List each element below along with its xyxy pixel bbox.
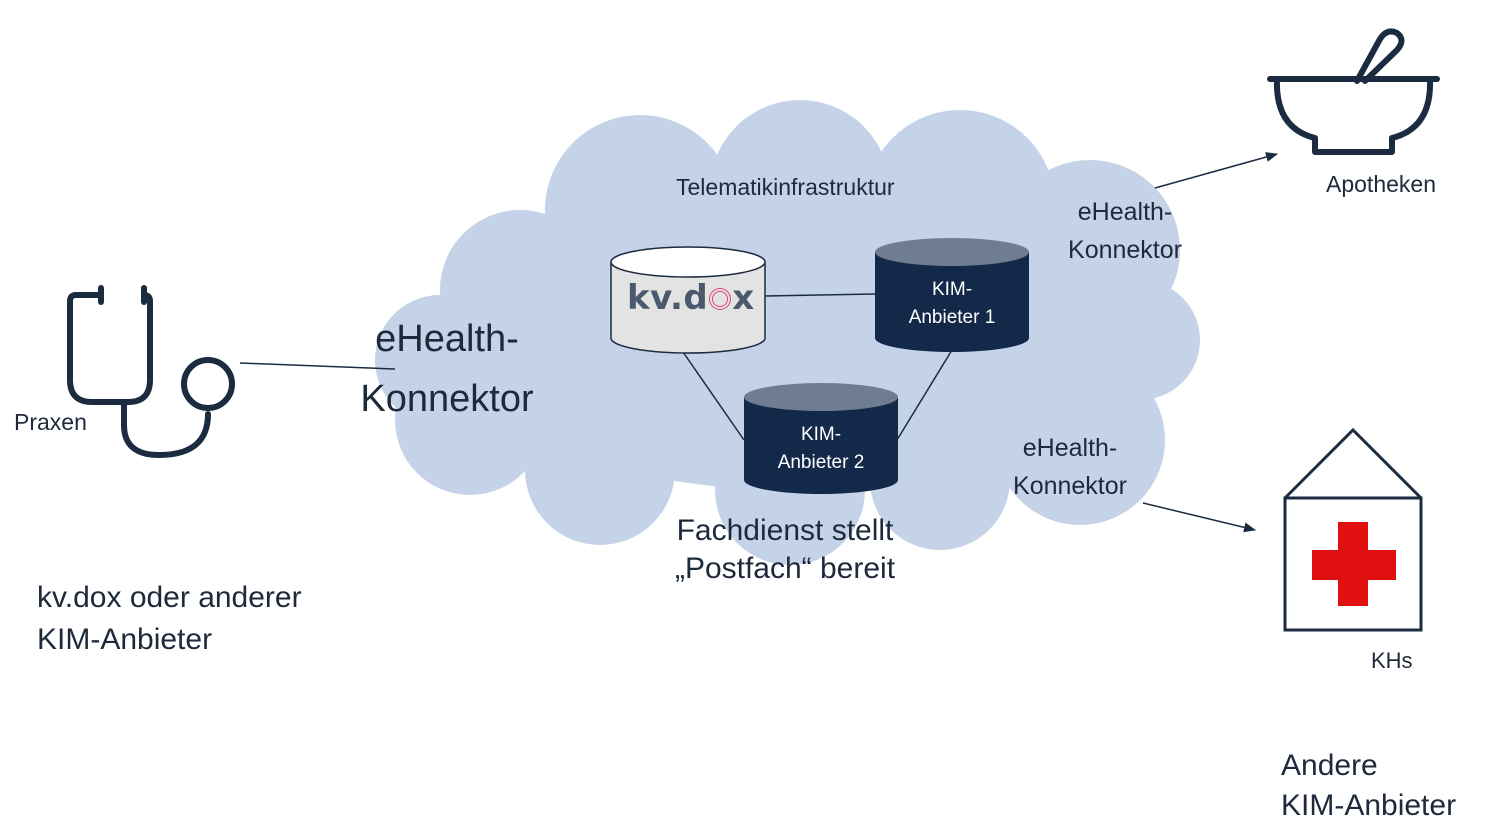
line-kvdox-kim1 [764, 293, 876, 297]
praxen-label: Praxen [14, 409, 87, 435]
stethoscope-icon [67, 285, 235, 458]
note-left: kv.dox oder anderer KIM-Anbieter [37, 577, 302, 661]
connector-khs-line1: eHealth- [1022, 434, 1118, 462]
line-kvdox-kim2 [682, 351, 745, 441]
connector-apotheken-label: eHealth- Konnektor [1045, 193, 1205, 269]
note-right-line1: Andere [1281, 749, 1378, 782]
connector-khs-line2: Konnektor [1013, 472, 1127, 500]
arrow-to-apotheken [1154, 152, 1278, 189]
kim-anbieter-2-label-line1: KIM- [800, 424, 842, 445]
connector-apotheken-line2: Konnektor [1068, 236, 1182, 264]
note-right: Andere KIM-Anbieter [1281, 746, 1456, 826]
arrow-to-khs [1142, 502, 1256, 533]
cloud-title: Telematikinfrastruktur [676, 174, 895, 200]
khs-label: KHs [1371, 648, 1413, 673]
cloud-caption: Fachdienst stellt „Postfach“ bereit [640, 512, 930, 588]
kim-anbieter-2-label-line2: Anbieter 2 [777, 452, 865, 473]
note-right-line2: KIM-Anbieter [1281, 789, 1457, 822]
connector-apotheken-line1: eHealth- [1077, 198, 1173, 226]
cloud-caption-line1: Fachdienst stellt [676, 514, 894, 547]
kvdox-logo-text-end: x [732, 278, 755, 318]
kim-anbieter-2-database [744, 383, 898, 494]
kim-anbieter-2-label: KIM- Anbieter 2 [744, 421, 898, 477]
note-left-line1: kv.dox oder anderer [37, 581, 302, 614]
connector-praxen-label: eHealth- Konnektor [322, 309, 572, 429]
hospital-icon [1283, 427, 1423, 632]
kim-anbieter-1-label-line1: KIM- [931, 279, 973, 300]
line-kim1-kim2 [896, 349, 953, 441]
line-praxen-connector [239, 362, 396, 370]
cloud-caption-line2: „Postfach“ bereit [674, 552, 896, 585]
connection-lines [239, 152, 1278, 533]
connector-khs-label: eHealth- Konnektor [990, 429, 1150, 505]
kvdox-database [610, 246, 766, 354]
kim-anbieter-1-database [875, 238, 1029, 352]
kvdox-logo: kv.d x [627, 278, 755, 319]
mortar-pestle-icon [1267, 28, 1440, 155]
apotheken-label: Apotheken [1326, 171, 1436, 197]
kvdox-logo-text-start: kv.d [627, 278, 709, 318]
connector-praxen-line2: Konnektor [360, 378, 534, 420]
kim-anbieter-1-label: KIM- Anbieter 1 [875, 276, 1029, 332]
kvdox-logo-mark [709, 288, 732, 310]
kim-anbieter-1-label-line2: Anbieter 1 [908, 307, 996, 328]
connector-praxen-line1: eHealth- [375, 318, 519, 360]
note-left-line2: KIM-Anbieter [37, 623, 213, 656]
